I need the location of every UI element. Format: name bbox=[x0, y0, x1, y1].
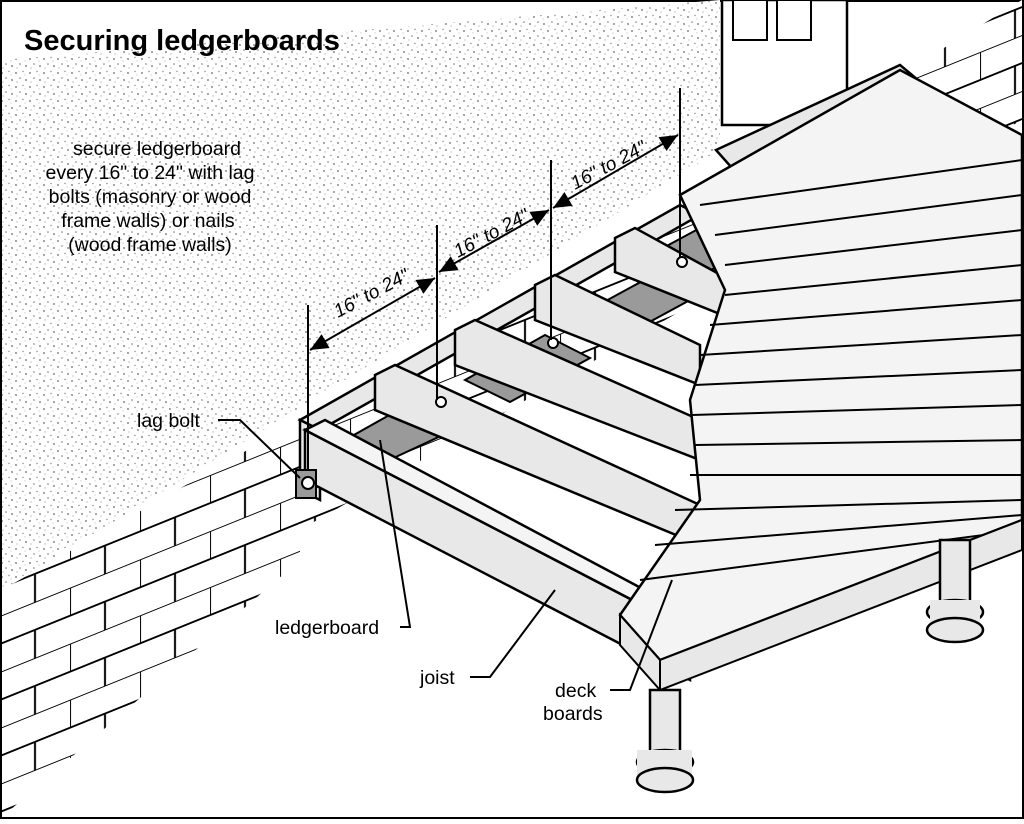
posts bbox=[635, 538, 985, 794]
note-line-4: frame walls) or nails bbox=[61, 210, 235, 232]
note-line-1: secure ledgerboard bbox=[73, 138, 241, 160]
note-line-3: bolts (masonry or wood bbox=[49, 186, 252, 208]
label-joist: joist bbox=[419, 667, 455, 689]
brick-foundation-front bbox=[2, 425, 300, 817]
label-lag-bolt: lag bolt bbox=[137, 410, 200, 432]
lag-bolts bbox=[295, 256, 688, 499]
inner-joists bbox=[373, 226, 732, 547]
leader-lines bbox=[218, 419, 673, 691]
instruction-note: secure ledgerboard every 16" to 24" with… bbox=[46, 138, 255, 256]
deck-boards bbox=[618, 68, 1024, 693]
note-line-2: every 16" to 24" with lag bbox=[46, 162, 255, 184]
dimension-arrows bbox=[309, 134, 679, 351]
dimension-extension-lines bbox=[307, 88, 681, 470]
label-ledgerboard: ledgerboard bbox=[275, 617, 379, 639]
label-deck: deck bbox=[555, 680, 596, 702]
label-boards: boards bbox=[543, 703, 603, 725]
diagram-title: Securing ledgerboards bbox=[24, 25, 340, 57]
note-line-5: (wood frame walls) bbox=[68, 234, 232, 256]
